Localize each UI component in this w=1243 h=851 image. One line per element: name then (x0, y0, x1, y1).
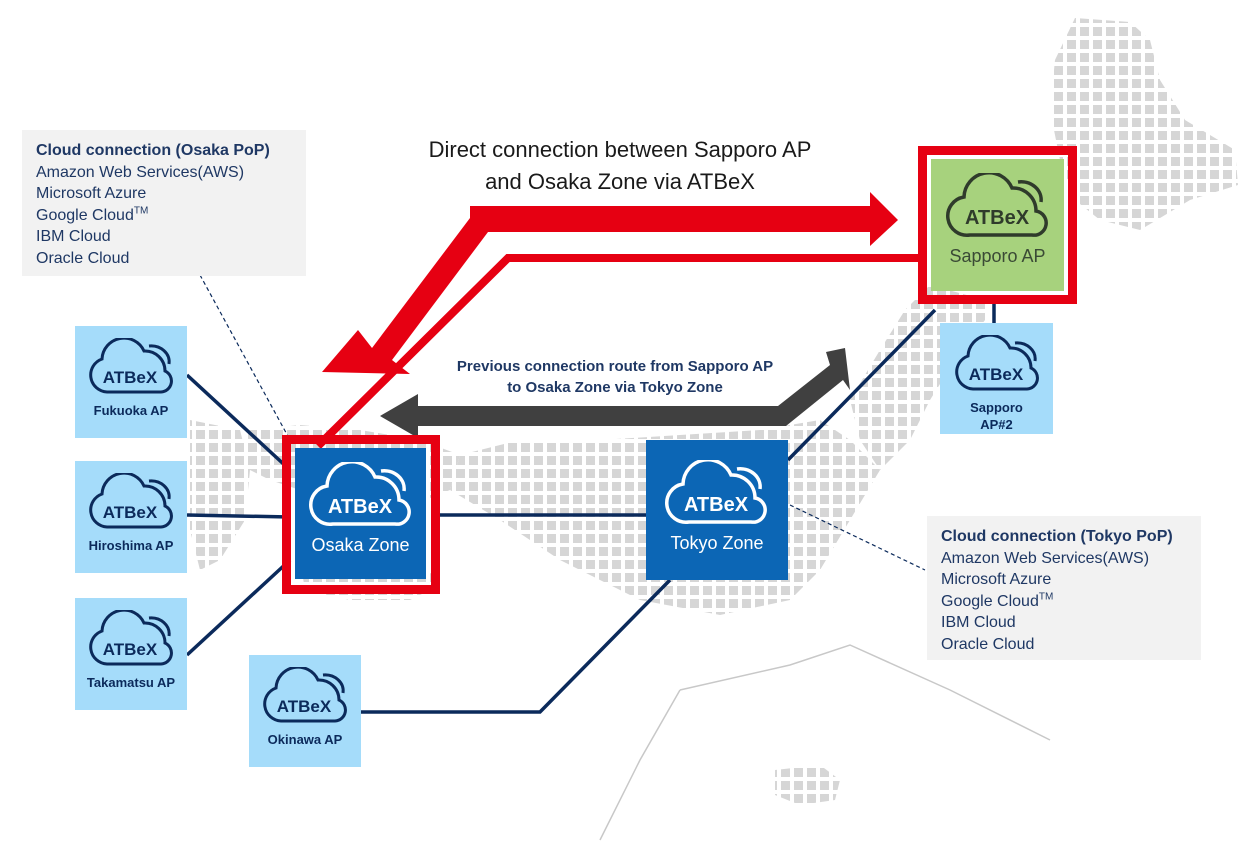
osaka-pop-google-tm: TM (133, 205, 149, 217)
osaka-zone-highlight (282, 435, 440, 594)
previous-route-line-1: Previous connection route from Sapporo A… (456, 358, 774, 375)
southern-islands-dots (775, 765, 840, 805)
previous-route-caption: Previous connection route from Sapporo A… (410, 356, 820, 398)
osaka-zone-label: Osaka Zone (311, 535, 410, 555)
osaka-pop-heading: Cloud connection (Osaka PoP) (36, 142, 270, 159)
direct-route-arrow-to-sapporo (322, 192, 898, 374)
svg-text:ATBeX: ATBeX (103, 503, 158, 522)
svg-text:ATBeX: ATBeX (277, 697, 332, 716)
atbex-cloud-icon: ATBeX (945, 173, 1048, 237)
osaka-pop-aws: Amazon Web Services(AWS) (36, 163, 245, 181)
takamatsu-ap-label: Takamatsu AP (86, 675, 176, 690)
tokyo-pop-google-tm: TM (1038, 591, 1054, 603)
title-line-2: and Osaka Zone via ATBeX (485, 169, 755, 194)
svg-text:ATBeX: ATBeX (964, 207, 1029, 229)
tokyo-zone-node: ATBeX Tokyo Zone (646, 440, 788, 580)
osaka-pop-pointer (199, 274, 291, 441)
tokyo-pop-aws: Amazon Web Services(AWS) (941, 549, 1150, 567)
previous-route-line-2: to Osaka Zone via Tokyo Zone (507, 379, 723, 396)
svg-text:ATBeX: ATBeX (103, 368, 158, 387)
sapporo-ap-highlight (918, 146, 1077, 304)
hiroshima-ap-node: ATBeX Hiroshima AP (75, 461, 187, 573)
osaka-pop-oracle: Oracle Cloud (36, 249, 130, 267)
tokyo-pop-ibm: IBM Cloud (941, 614, 1016, 631)
sapporo-ap2-label-line1: Sapporo (970, 400, 1023, 415)
fukuoka-ap-label: Fukuoka AP (93, 403, 169, 418)
sapporo-ap2-label-line2: AP#2 (980, 417, 1013, 432)
atbex-cloud-icon: ATBeX (665, 460, 767, 524)
link-tokyo-sapporo (786, 308, 937, 462)
svg-text:ATBeX: ATBeX (103, 640, 158, 659)
link-hiroshima-osaka (186, 513, 291, 519)
tokyo-pop-google: Google CloudTM (941, 591, 1054, 610)
atbex-cloud-icon: ATBeX (308, 462, 411, 526)
link-okinawa-tokyo (361, 578, 672, 714)
tokyo-pop-azure: Microsoft Azure (941, 571, 1052, 588)
osaka-pop-ibm: IBM Cloud (36, 228, 111, 245)
link-fukuoka-osaka (185, 373, 292, 472)
title-line-1: Direct connection between Sapporo AP (428, 137, 812, 162)
svg-text:ATBeX: ATBeX (684, 494, 749, 516)
osaka-pop-azure: Microsoft Azure (36, 185, 147, 202)
tokyo-pop-heading: Cloud connection (Tokyo PoP) (941, 528, 1173, 545)
fukuoka-ap-node: ATBeX Fukuoka AP (75, 326, 187, 438)
atbex-cloud-icon: ATBeX (89, 610, 173, 666)
takamatsu-ap-node: ATBeX Takamatsu AP (75, 598, 187, 710)
atbex-cloud-icon: ATBeX (263, 667, 347, 723)
atbex-cloud-icon: ATBeX (89, 473, 173, 529)
direct-connection-title: Direct connection between Sapporo AP and… (380, 134, 860, 198)
tokyo-zone-label: Tokyo Zone (670, 533, 764, 553)
svg-text:ATBeX: ATBeX (968, 365, 1023, 384)
osaka-zone-node: ATBeX Osaka Zone (295, 448, 426, 579)
tokyo-pop-oracle: Oracle Cloud (941, 635, 1035, 653)
kyushu-dots (190, 420, 250, 570)
direct-route-line-sapporo-osaka (315, 254, 918, 449)
previous-route-arrow (380, 348, 850, 438)
okinawa-ap-label: Okinawa AP (267, 732, 343, 747)
sapporo-ap-label: Sapporo AP (949, 246, 1046, 266)
hokkaido-dots (1050, 18, 1238, 230)
osaka-pop-box: Cloud connection (Osaka PoP) Amazon Web … (22, 130, 306, 276)
osaka-pop-google: Google CloudTM (36, 205, 149, 224)
atbex-cloud-icon: ATBeX (954, 335, 1039, 391)
hiroshima-ap-label: Hiroshima AP (88, 538, 174, 553)
okinawa-ap-node: ATBeX Okinawa AP (249, 655, 361, 767)
tokyo-pop-box: Cloud connection (Tokyo PoP) Amazon Web … (927, 516, 1201, 660)
svg-text:ATBeX: ATBeX (327, 496, 392, 518)
link-takamatsu-osaka (185, 558, 292, 657)
sapporo-ap2-node: ATBeX Sapporo AP#2 (940, 323, 1053, 434)
atbex-cloud-icon: ATBeX (89, 338, 173, 394)
sapporo-ap-node: ATBeX Sapporo AP (931, 159, 1064, 291)
tokyo-pop-pointer (789, 504, 926, 571)
